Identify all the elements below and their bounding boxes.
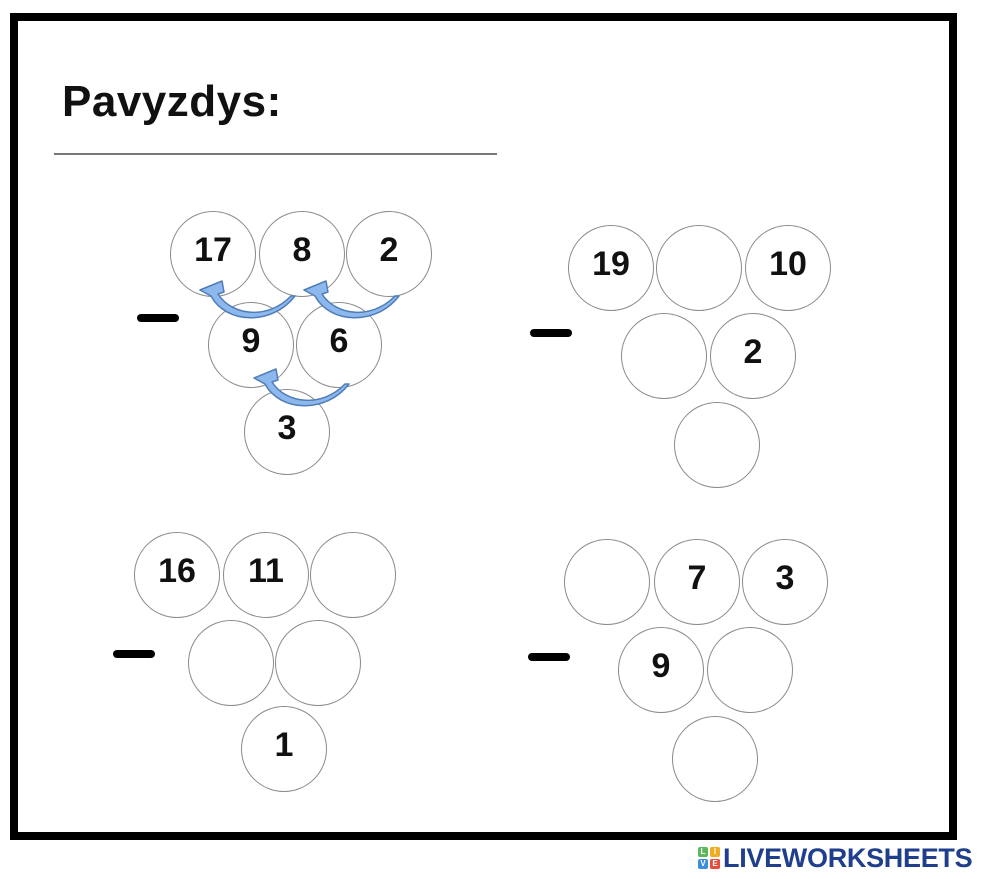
page-title: Pavyzdys: — [62, 77, 282, 126]
example-top-circle-2: 8 — [259, 211, 345, 297]
circle-value: 3 — [277, 409, 297, 447]
logo-cell: L — [698, 847, 708, 857]
liveworksheets-logo-icon: L I V E — [698, 847, 720, 869]
circle-value: 8 — [292, 231, 312, 269]
puzzle3-bottom-circle-answer[interactable] — [672, 716, 758, 802]
puzzle3-top-circle-1-answer[interactable] — [564, 539, 650, 625]
puzzle2-top-circle-3-answer[interactable] — [310, 532, 396, 618]
puzzle2-middle-circle-1-answer[interactable] — [188, 620, 274, 706]
puzzle2-middle-circle-2-answer[interactable] — [275, 620, 361, 706]
circle-value: 3 — [775, 559, 795, 597]
puzzle1-bottom-circle-answer[interactable] — [674, 402, 760, 488]
liveworksheets-watermark: L I V E LIVEWORKSHEETS — [698, 842, 973, 873]
watermark-text: LIVEWORKSHEETS — [723, 842, 973, 873]
puzzle1-middle-circle-1-answer[interactable] — [621, 313, 707, 399]
worksheet-frame — [10, 13, 957, 840]
example-top-circle-3: 2 — [346, 211, 432, 297]
puzzle2-bottom-circle: 1 — [241, 706, 327, 792]
circle-value: 10 — [769, 245, 807, 283]
circle-value: 6 — [329, 322, 349, 360]
puzzle1-middle-circle-2: 2 — [710, 313, 796, 399]
puzzle2-top-circle-2: 11 — [223, 532, 309, 618]
puzzle2-top-circle-1: 16 — [134, 532, 220, 618]
example-middle-circle-2: 6 — [296, 302, 382, 388]
circle-value: 17 — [194, 231, 232, 269]
circle-value: 11 — [248, 552, 284, 590]
example-middle-circle-1: 9 — [208, 302, 294, 388]
circle-value: 19 — [592, 245, 630, 283]
puzzle1-top-circle-3: 10 — [745, 225, 831, 311]
circle-value: 2 — [743, 333, 763, 371]
example-bottom-circle: 3 — [244, 389, 330, 475]
circle-value: 7 — [687, 559, 707, 597]
circle-value: 16 — [158, 552, 196, 590]
title-underline — [54, 153, 497, 155]
logo-cell: I — [710, 847, 720, 857]
circle-value: 9 — [651, 647, 671, 685]
circle-value: 1 — [274, 726, 294, 764]
circle-value: 9 — [241, 322, 261, 360]
puzzle3-middle-circle-2-answer[interactable] — [707, 627, 793, 713]
puzzle1-top-circle-2-answer[interactable] — [656, 225, 742, 311]
circle-value: 2 — [379, 231, 399, 269]
puzzle3-top-circle-3: 3 — [742, 539, 828, 625]
puzzle3-middle-circle-1: 9 — [618, 627, 704, 713]
logo-cell: V — [698, 859, 708, 869]
example-top-circle-1: 17 — [170, 211, 256, 297]
puzzle3-top-circle-2: 7 — [654, 539, 740, 625]
logo-cell: E — [710, 859, 720, 869]
puzzle1-top-circle-1: 19 — [568, 225, 654, 311]
